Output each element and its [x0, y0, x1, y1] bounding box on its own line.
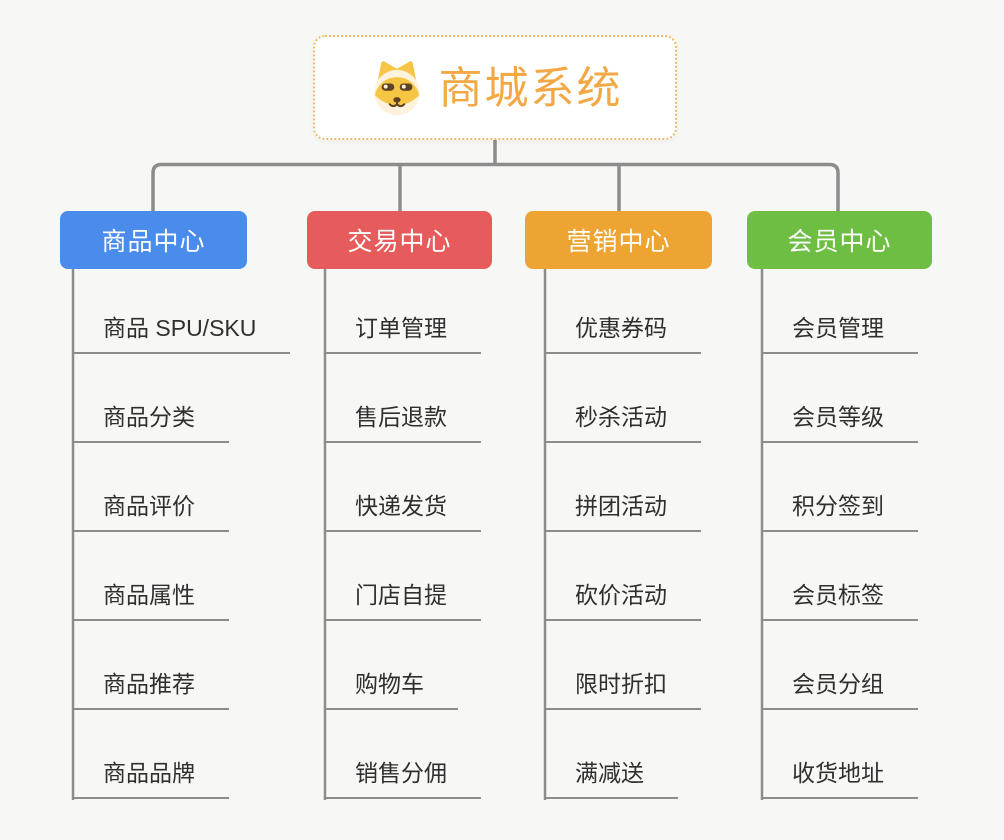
leaf-product-spu-sku[interactable]: 商品 SPU/SKU [73, 310, 291, 354]
leaf-full-reduction[interactable]: 满减送 [545, 755, 678, 799]
leaf-product-recommend[interactable]: 商品推荐 [73, 666, 229, 710]
leaf-shopping-cart[interactable]: 购物车 [325, 666, 458, 710]
leaf-product-review[interactable]: 商品评价 [73, 488, 229, 532]
leaf-after-sale-refund[interactable]: 售后退款 [325, 399, 481, 443]
leaf-limited-discount[interactable]: 限时折扣 [545, 666, 701, 710]
leaf-coupon-code[interactable]: 优惠券码 [545, 310, 701, 354]
branch-product-center[interactable]: 商品中心 [60, 211, 247, 269]
leaf-express-delivery[interactable]: 快递发货 [325, 488, 481, 532]
root-title: 商城系统 [438, 63, 623, 113]
branch-trade-center[interactable]: 交易中心 [307, 211, 492, 269]
root-node[interactable]: 商城系统 [313, 35, 677, 140]
leaf-member-level[interactable]: 会员等级 [762, 399, 918, 443]
leaf-flash-sale[interactable]: 秒杀活动 [545, 399, 701, 443]
leaf-member-tag[interactable]: 会员标签 [762, 577, 918, 621]
leaf-product-brand[interactable]: 商品品牌 [73, 755, 229, 799]
leaf-shipping-address[interactable]: 收货地址 [762, 755, 918, 799]
leaf-sales-commission[interactable]: 销售分佣 [325, 755, 481, 799]
bus-line [151, 162, 840, 211]
leaf-product-category[interactable]: 商品分类 [73, 399, 229, 443]
leaf-group-buy[interactable]: 拼团活动 [545, 488, 701, 532]
doge-icon [368, 59, 426, 117]
branch-marketing-center[interactable]: 营销中心 [525, 211, 712, 269]
leaf-member-management[interactable]: 会员管理 [762, 310, 918, 354]
leaf-product-attribute[interactable]: 商品属性 [73, 577, 229, 621]
branch-member-center[interactable]: 会员中心 [747, 211, 932, 269]
leaf-order-management[interactable]: 订单管理 [325, 310, 481, 354]
leaf-member-group[interactable]: 会员分组 [762, 666, 918, 710]
leaf-store-pickup[interactable]: 门店自提 [325, 577, 481, 621]
leaf-points-checkin[interactable]: 积分签到 [762, 488, 918, 532]
leaf-bargain-activity[interactable]: 砍价活动 [545, 577, 701, 621]
